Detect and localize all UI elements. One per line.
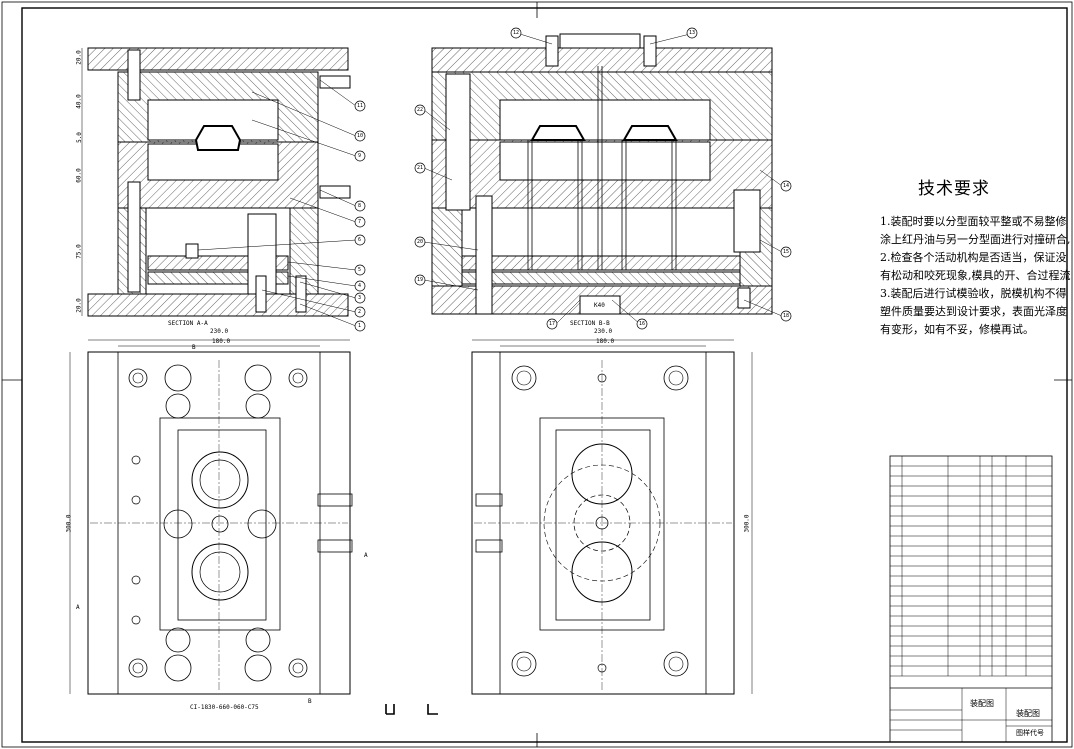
dimension-label: 20.0 [75,298,83,313]
dimension-label: 60.0 [75,168,83,183]
balloon-number: 12 [513,30,520,36]
balloon-number: 10 [357,133,364,139]
dimension-label: 180.0 [212,338,231,345]
dimension-label: 300.0 [743,514,751,533]
dimension-label: 300.0 [65,514,73,533]
right-plan-view [471,339,753,695]
requirement-line: 有松动和咬死现象,模具的开、合过程流 [880,269,1071,282]
requirement-line: 3.装配后进行试模验收，脱模机构不得 [880,287,1067,300]
drawing-name: 装配图 [1016,709,1040,718]
parts-list-table [889,455,1053,743]
view-direction-mark-right [427,704,438,715]
view-marker: A [76,604,80,611]
drawing-name: 装配图 [970,699,994,708]
requirement-line: 2.检查各个活动机构是否适当，保证没 [880,251,1067,264]
dimension-label: 20.0 [75,50,83,65]
dimension-label: 230.0 [210,328,229,335]
spacer-label: K40 [594,302,605,309]
balloon-number: 2 [358,309,362,315]
dimension-label: 230.0 [594,328,613,335]
balloon-number: 17 [549,321,556,327]
section-b-b-view [423,33,783,325]
balloon-number: 11 [357,103,364,109]
balloon-number: 21 [417,165,424,171]
balloon-number: 5 [358,267,362,273]
view-direction-mark-left [385,704,395,715]
balloon-number: 19 [417,277,424,283]
balloon-number: 6 [358,237,362,243]
balloon-number: 1 [358,323,362,329]
technical-requirements-title: 技术要求 [918,179,990,199]
dimension-label: 180.0 [596,338,615,345]
requirement-line: 1.装配时要以分型面较平整或不易整修 [880,215,1067,228]
drawing-number: CI-1830-660-060-C75 [190,704,259,711]
dimension-label: 40.0 [75,94,83,109]
balloon-number: 15 [783,249,790,255]
balloons-right [414,27,792,330]
section-label-right: SECTION B-B [570,320,610,327]
balloon-number: 7 [358,219,362,225]
balloon-number: 18 [783,313,790,319]
dimension-label: 5.0 [75,132,83,143]
balloon-number: 8 [358,203,362,209]
view-marker: A [364,552,368,559]
requirement-line: 塑件质量要达到设计要求，表面光泽度 [880,305,1067,318]
requirement-line: 有变形，如有不妥，修模再试。 [880,323,1034,336]
balloon-number: 13 [689,30,696,36]
balloon-number: 22 [417,107,424,113]
view-marker: B [308,698,312,705]
balloon-number: 14 [783,183,790,189]
balloon-number: 4 [358,283,362,289]
balloon-number: 3 [358,295,362,301]
left-plan-view [69,339,353,695]
inner-border [21,7,1068,743]
drawing-code: 图样代号 [1016,729,1044,737]
balloons-left [354,100,366,332]
dimension-label: 75.0 [75,244,83,259]
balloon-number: 16 [639,321,646,327]
view-marker: B [192,344,196,351]
section-a-a-view [81,47,357,327]
balloon-number: 20 [417,239,424,245]
requirement-line: 涂上红丹油与另一分型面进行对撞研合, [880,233,1071,246]
section-label-left: SECTION A-A [168,320,208,327]
balloon-number: 9 [358,153,362,159]
